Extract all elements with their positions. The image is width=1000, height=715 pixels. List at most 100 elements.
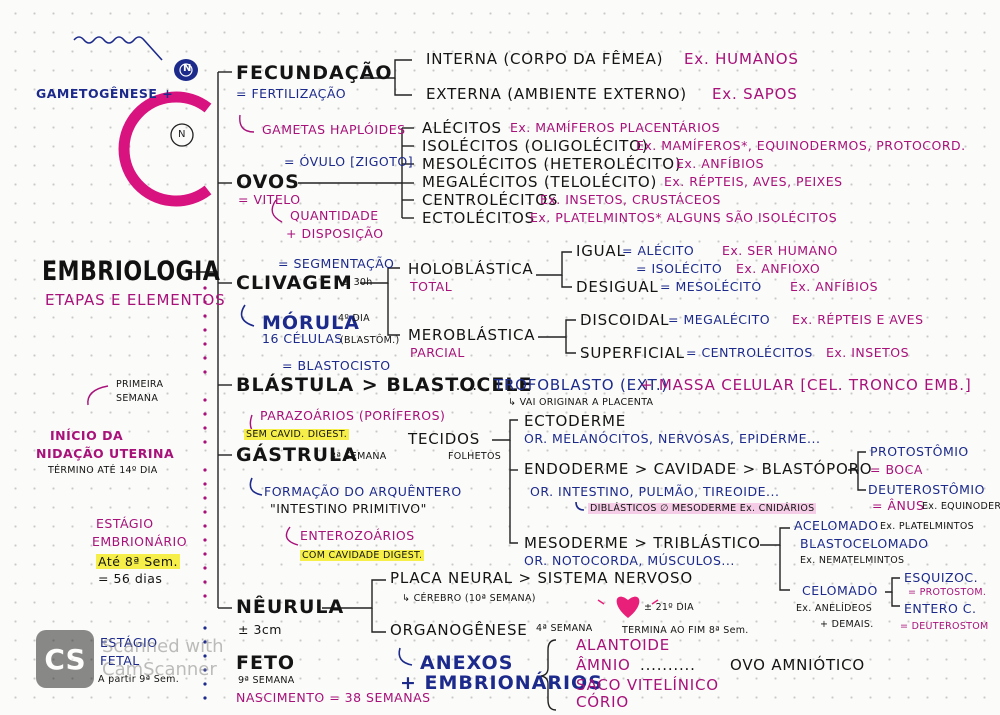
parazoarios-label: PARAZOÁRIOS (PORÍFEROS) [260, 408, 446, 423]
organogenese-label: ORGANOGÊNESE [390, 621, 528, 639]
camscanner-watermark: CS Scanned with CamScanner [36, 630, 256, 692]
ovos-quantidade: QUANTIDADE [290, 208, 379, 223]
morula-label: MÓRULA [262, 312, 360, 334]
clivagem-desigual-ex: Ex. ANFÍBIOS [790, 279, 879, 294]
mesoderme-label: MESODERME > TRIBLÁSTICO [524, 534, 761, 552]
estagio-fetal-line1: ESTÁGIO [100, 635, 158, 650]
clivagem-desigual: DESIGUAL [576, 278, 659, 296]
clivagem-label: CLIVAGEM [236, 272, 353, 294]
meroblastica-sub: PARCIAL [410, 345, 465, 360]
clivagem-superficial-centrolecitos: = CENTROLÉCITOS [686, 345, 813, 360]
clivagem-discoidal-ex: Ex. RÉPTEIS E AVES [792, 312, 924, 327]
holoblastica-sub: TOTAL [410, 279, 453, 294]
clivagem-superficial-ex: Ex. INSETOS [826, 345, 910, 360]
deuterostomio-label: DEUTEROSTÔMIO [868, 482, 985, 497]
anexo-saco-vitelinico: SACO VITELÍNICO [576, 676, 719, 694]
clivagem-igual-alecito: = ALÉCITO [622, 243, 695, 258]
ovo-type-centrolecitos: CENTROLÉCITOS [422, 191, 559, 209]
ovos-vitelo: = VITELO [238, 192, 301, 207]
clivagem-igual: IGUAL [576, 242, 626, 260]
gastrula-label: GÁSTRULA [236, 444, 358, 466]
ovos-synonym: = ÓVULO [ZIGOTO] [284, 154, 414, 169]
ovos-disposicao: + DISPOSIÇÃO [286, 226, 384, 241]
organogenese-semana: 4ª SEMANA [536, 623, 593, 634]
anexos-line2: + EMBRIONÁRIOS [400, 672, 603, 694]
neurula-label: NÊURULA [236, 596, 345, 618]
fecundacao-interna-ex: Ex. HUMANOS [684, 50, 799, 68]
fecundacao-label: FECUNDAÇÃO [236, 62, 393, 84]
blastula-synonym: = BLASTOCISTO [282, 358, 391, 373]
anexo-alantoide: ALANTOIDE [576, 636, 671, 654]
estagio-embrionario-line2: EMBRIONÁRIO [92, 534, 188, 549]
inicio-nidacao-line3: TÉRMINO ATÉ 14º DIA [48, 465, 158, 476]
com-cavidade-digestiva: COM CAVIDADE DIGEST. [300, 550, 425, 561]
fecundacao-externa-ex: Ex. SAPOS [712, 85, 798, 103]
mesoderme-origina: OR. NOTOCORDA, MÚSCULOS... [524, 553, 735, 568]
acelomado-label: ACELOMADO [794, 518, 879, 533]
ovo-type-mesolecitos: MESOLÉCITOS (HETEROLÉCITO) [422, 155, 682, 173]
protostomio-boca: = BOCA [870, 462, 923, 477]
feto-label: FETO [236, 652, 296, 674]
deuterostomio-anus: = ÂNUS [872, 498, 925, 513]
ovos-label: OVOS [236, 171, 300, 193]
massa-celular: + MASSA CELULAR [CEL. TRONCO EMB.] [640, 376, 972, 394]
cerebro-note: ↳ CÉREBRO (10ª SEMANA) [402, 593, 536, 604]
watermark-line2: CamScanner [102, 658, 217, 680]
primeira-semana-line1: PRIMEIRA [116, 379, 164, 390]
endoderme-label: ENDODERME > CAVIDADE > BLASTÓPORO [524, 460, 873, 478]
ovo-type-isolecitos-ex: Ex. MAMÍFEROS*, EQUINODERMOS, PROTOCORD. [636, 138, 966, 153]
endoderme-origina: OR. INTESTINO, PULMÃO, TIREOIDE... [530, 484, 780, 499]
enterozoarios-label: ENTEROZOÁRIOS [300, 528, 415, 543]
nascimento-label: NASCIMENTO = 38 SEMANAS [236, 690, 431, 705]
anexos-line1: ANEXOS [420, 652, 514, 674]
blastocelomado-label: BLASTOCELOMADO [800, 536, 929, 551]
ovo-type-alecitos: ALÉCITOS [422, 119, 502, 137]
gametas-haploides: GAMETAS HAPLÓIDES [262, 122, 406, 137]
blastula-dots: ..... [450, 376, 478, 394]
blastocelomado-ex: Ex. NEMATELMINTOS [800, 555, 905, 566]
sperm-nucleus-letter: N [183, 63, 192, 74]
ectoderme-label: ECTODERME [524, 412, 626, 430]
holoblastica-label: HOLOBLÁSTICA [408, 260, 534, 278]
trofoblasto: TROFOBLASTO (EXT.) [494, 376, 669, 394]
fecundacao-interna: INTERNA (CORPO DA FÊMEA) [426, 50, 664, 68]
protostomio-label: PROTOSTÔMIO [870, 444, 969, 459]
inicio-nidacao-line1: INÍCIO DA [50, 428, 124, 443]
clivagem-discoidal: DISCOIDAL [580, 311, 670, 329]
celomado-ex-2: + DEMAIS. [820, 619, 874, 630]
morula-note: (BLASTÔM.) [340, 335, 400, 346]
morula-day: 4º DIA [338, 313, 370, 324]
clivagem-synonym: = SEGMENTAÇÃO [278, 256, 395, 271]
estagio-embrionario-line3: Até 8ª Sem. [96, 554, 180, 569]
folhetos-label: FOLHETOS [448, 451, 502, 462]
ovo-type-megalecitos: MEGALÉCITOS (TELOLÉCITO) [422, 173, 658, 191]
ovo-type-ectolecitos: ECTOLÉCITOS [422, 209, 535, 227]
placa-neural: PLACA NEURAL > SISTEMA NERVOSO [390, 569, 693, 587]
estagio-embrionario-line4: = 56 dias [98, 571, 163, 586]
clivagem-desigual-mesolecito: = MESOLÉCITO [660, 279, 762, 294]
ovo-amniotico: OVO AMNIÓTICO [730, 656, 866, 674]
clivagem-discoidal-megalecito: = MEGALÉCITO [668, 312, 771, 327]
ovo-type-megalecitos-ex: Ex. RÉPTEIS, AVES, PEIXES [664, 174, 843, 189]
celomado-label: CELOMADO [802, 583, 878, 598]
organogenese-termina: TERMINA AO FIM 8ª Sem. [622, 625, 749, 636]
primeira-semana-line2: SEMANA [116, 393, 159, 404]
ectoderme-origina: OR. MELANÓCITOS, NERVOSAS, EPIDERME... [524, 431, 821, 446]
morula-cells: 16 CÉLULAS [262, 331, 343, 346]
feto-semana: 9ª SEMANA [238, 675, 295, 686]
celomado-ex-1: Ex. ANELÍDEOS [796, 603, 873, 614]
neurula-size: ± 3cm [238, 622, 282, 637]
anexo-corio: CÓRIO [576, 693, 629, 711]
page-title: EMBRIOLOGIA [42, 256, 221, 287]
camscanner-logo-icon: CS [36, 630, 94, 688]
formacao-arquentero: FORMAÇÃO DO ARQUÊNTERO [264, 484, 462, 499]
clivagem-igual-isolecito: = ISOLÉCITO [636, 261, 723, 276]
gametogenese-label: GAMETOGÊNESE + [36, 86, 174, 101]
intestino-primitivo: "INTESTINO PRIMITIVO" [270, 501, 427, 516]
clivagem-superficial: SUPERFICIAL [580, 344, 685, 362]
inicio-nidacao-line2: NIDAÇÃO UTERINA [36, 446, 175, 461]
ovo-type-isolecitos: ISOLÉCITOS (OLIGOLÉCITO) [422, 137, 649, 155]
egg-nucleus-letter: N [178, 129, 186, 140]
ovo-type-centrolecitos-ex: Ex. INSETOS, CRUSTÁCEOS [540, 192, 721, 207]
